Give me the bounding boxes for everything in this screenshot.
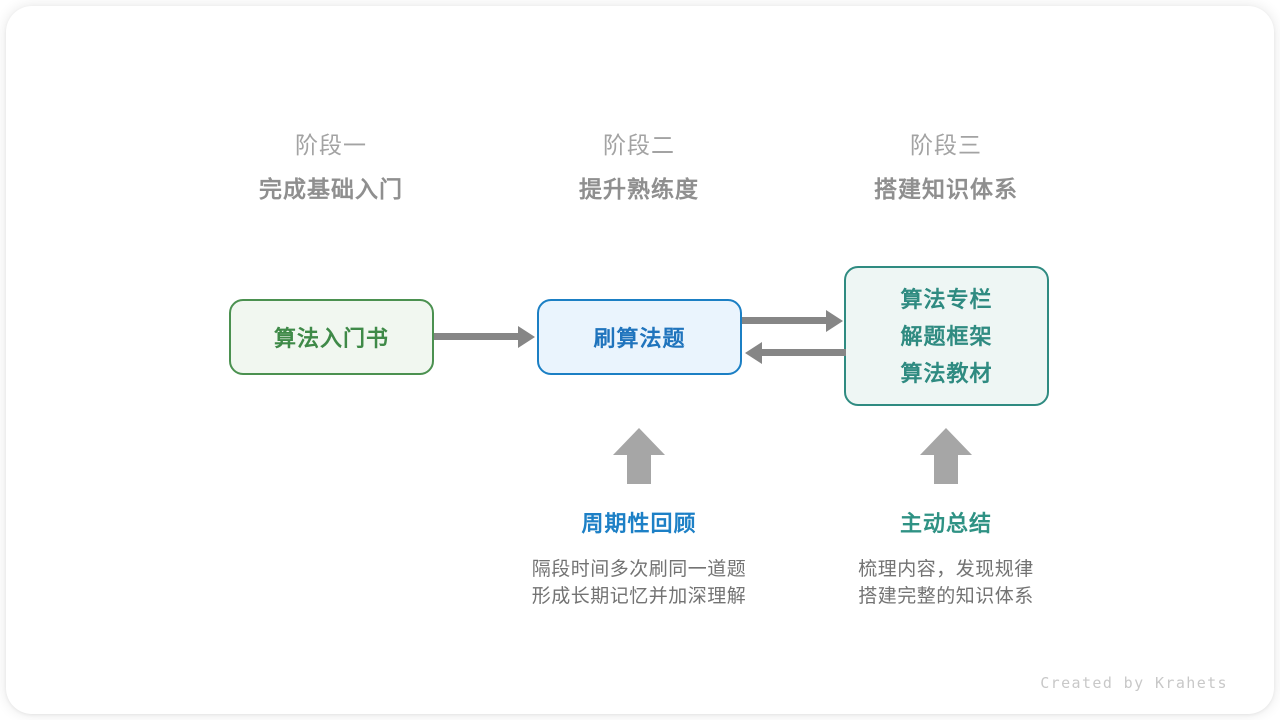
annotation-active-summary-title: 主动总结 <box>899 511 992 536</box>
arrow-book-to-practice-head-icon <box>518 326 535 348</box>
stage-3-name: 阶段三 <box>910 132 982 158</box>
stage-header-1: 阶段一 完成基础入门 <box>201 130 461 204</box>
stage-3-title: 搭建知识体系 <box>874 176 1018 202</box>
node-resources-line-2: 解题框架 <box>900 323 993 349</box>
annotation-periodic-review-title: 周期性回顾 <box>581 511 697 536</box>
annotation-periodic-review-desc-line-2: 形成长期记忆并加深理解 <box>531 586 747 607</box>
arrow-resources-to-practice-head-icon <box>745 342 762 364</box>
node-book-line-1: 算法入门书 <box>273 326 389 351</box>
annotation-active-summary-desc-line-1: 梳理内容，发现规律 <box>858 559 1034 580</box>
annotation-periodic-review-desc-line-1: 隔段时间多次刷同一道题 <box>531 559 747 580</box>
annotation-periodic-review: 周期性回顾 隔段时间多次刷同一道题 形成长期记忆并加深理解 <box>489 509 789 610</box>
arrow-resources-to-practice-shaft <box>760 349 846 356</box>
stage-2-title: 提升熟练度 <box>579 176 699 202</box>
arrow-up-to-practice-icon <box>613 428 665 484</box>
footer-credit: Created by Krahets <box>1040 674 1228 692</box>
arrow-practice-to-resources-shaft <box>742 317 828 324</box>
arrow-practice-to-resources-head-icon <box>826 310 843 332</box>
stage-2-name: 阶段二 <box>603 132 675 158</box>
annotation-active-summary: 主动总结 梳理内容，发现规律 搭建完整的知识体系 <box>796 509 1096 610</box>
arrow-book-to-practice-shaft <box>434 333 520 340</box>
node-practice-line-1: 刷算法题 <box>593 326 686 351</box>
arrow-up-to-resources-icon <box>920 428 972 484</box>
annotation-active-summary-desc-line-2: 搭建完整的知识体系 <box>858 586 1034 607</box>
node-learning-resources[interactable]: 算法专栏 解题框架 算法教材 <box>844 266 1049 406</box>
node-practice-problems[interactable]: 刷算法题 <box>537 299 742 375</box>
node-algorithm-intro-book[interactable]: 算法入门书 <box>229 299 434 375</box>
node-resources-line-1: 算法专栏 <box>900 286 993 312</box>
stage-1-title: 完成基础入门 <box>259 176 403 202</box>
annotation-active-summary-desc: 梳理内容，发现规律 搭建完整的知识体系 <box>796 556 1096 610</box>
node-resources-line-3: 算法教材 <box>900 360 993 386</box>
stage-header-3: 阶段三 搭建知识体系 <box>816 130 1076 204</box>
annotation-periodic-review-desc: 隔段时间多次刷同一道题 形成长期记忆并加深理解 <box>489 556 789 610</box>
stage-1-name: 阶段一 <box>295 132 367 158</box>
stage-header-2: 阶段二 提升熟练度 <box>509 130 769 204</box>
